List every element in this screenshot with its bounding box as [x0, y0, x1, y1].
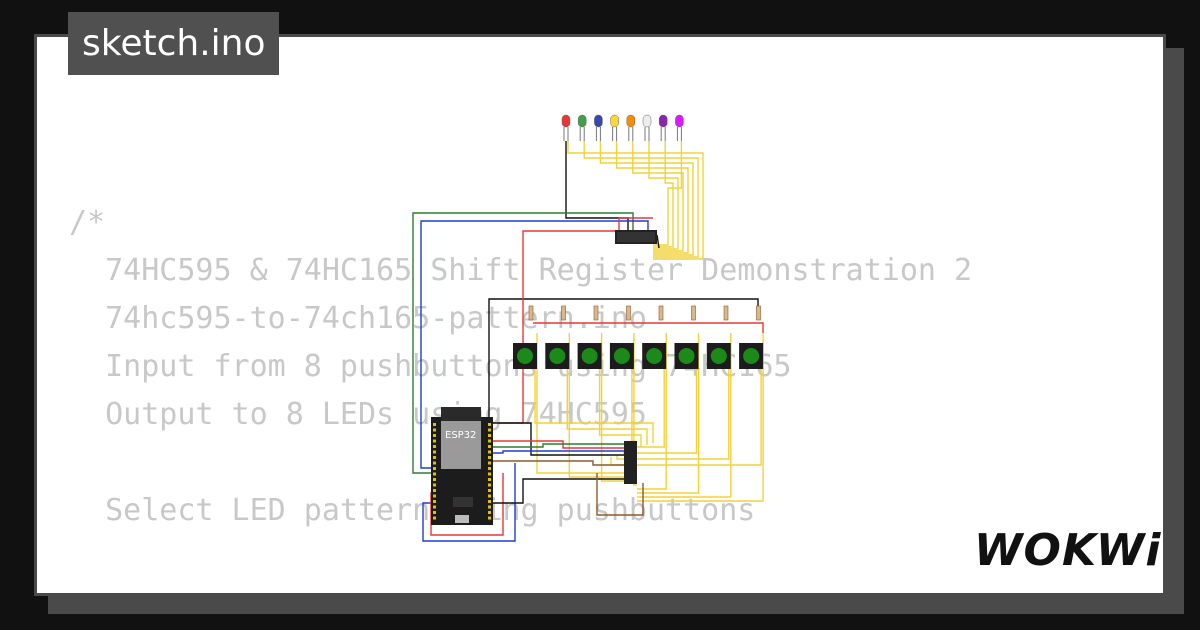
resistor-row — [528, 305, 761, 321]
shift-register-74hc165-chip — [624, 441, 637, 484]
led-row — [561, 114, 684, 141]
pushbutton-icon — [577, 343, 602, 369]
filename-badge: sketch.ino — [68, 12, 280, 75]
led-icon — [594, 114, 603, 128]
preview-card[interactable]: /* 74HC595 & 74HC165 Shift Register Demo… — [34, 34, 1166, 596]
circuit-diagram: ESP32 — [412, 114, 764, 542]
resistor-icon — [658, 305, 664, 321]
code-preview: /* 74HC595 & 74HC165 Shift Register Demo… — [69, 199, 973, 593]
resistor-icon — [528, 305, 534, 321]
code-line: /* — [69, 205, 106, 240]
pushbutton-icon — [513, 343, 537, 369]
resistor-icon — [756, 305, 761, 321]
wokwi-logo-icon: WOKWi — [974, 525, 1162, 576]
board-label: ESP32 — [445, 430, 476, 441]
signal-wires — [412, 141, 764, 542]
led-icon — [626, 114, 636, 128]
led-icon — [675, 114, 684, 128]
resistor-icon — [691, 305, 696, 321]
pushbutton-icon — [642, 343, 667, 369]
pushbutton-icon — [674, 343, 699, 369]
pushbutton-row — [513, 343, 764, 369]
pushbutton-icon — [609, 343, 634, 369]
led-icon — [577, 114, 587, 128]
resistor-icon — [561, 305, 566, 321]
led-icon — [658, 114, 668, 128]
resistor-icon — [593, 305, 599, 321]
led-icon — [642, 114, 652, 128]
led-icon — [561, 114, 571, 128]
pushbutton-icon — [545, 343, 570, 369]
resistor-icon — [626, 305, 631, 321]
led-icon — [610, 114, 619, 128]
code-line: 74HC595 & 74HC165 Shift Register Demonst… — [69, 253, 973, 288]
code-line: DroneBot Workshop 2020 — [69, 583, 972, 593]
esp32-board-icon — [431, 407, 493, 525]
pushbutton-icon — [739, 343, 764, 369]
resistor-icon — [723, 305, 729, 321]
code-line: 74hc595-to-74ch165-pattern.ino — [69, 301, 647, 336]
yellow-wires — [534, 141, 764, 502]
pushbutton-icon — [706, 343, 731, 369]
shift-register-74hc595-chip — [615, 230, 657, 244]
